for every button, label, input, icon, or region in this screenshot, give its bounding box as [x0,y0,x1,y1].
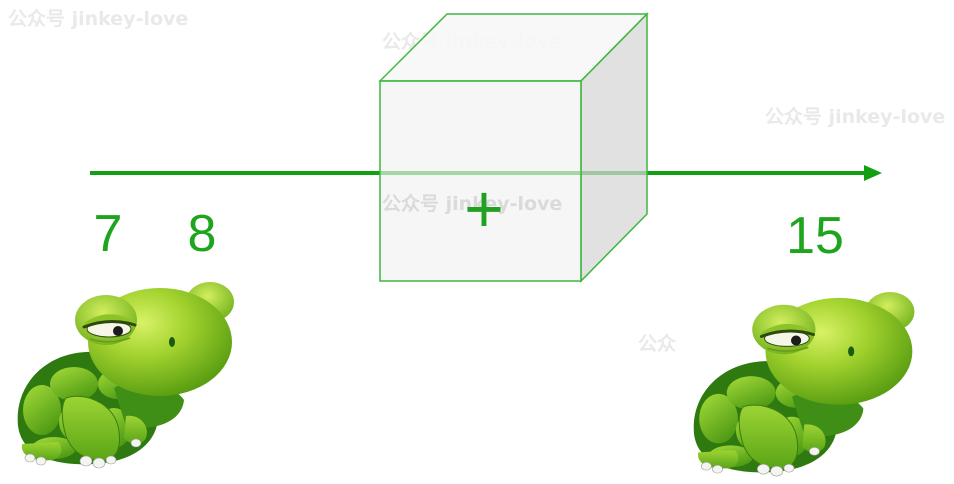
turtle-icon-left [18,282,234,468]
watermark: 公众号 jinkey-love [8,7,188,30]
watermark: 公众号 jinkey-love [765,105,945,128]
number-label-7: 7 [94,205,123,263]
box-label-plus: + [464,171,504,247]
watermark: 公众 [638,332,676,355]
number-label-15: 15 [786,207,844,265]
turtle-icon-right [694,292,915,476]
transparent-box [380,14,647,281]
number-label-8: 8 [188,205,217,263]
arrow-head [864,165,882,181]
